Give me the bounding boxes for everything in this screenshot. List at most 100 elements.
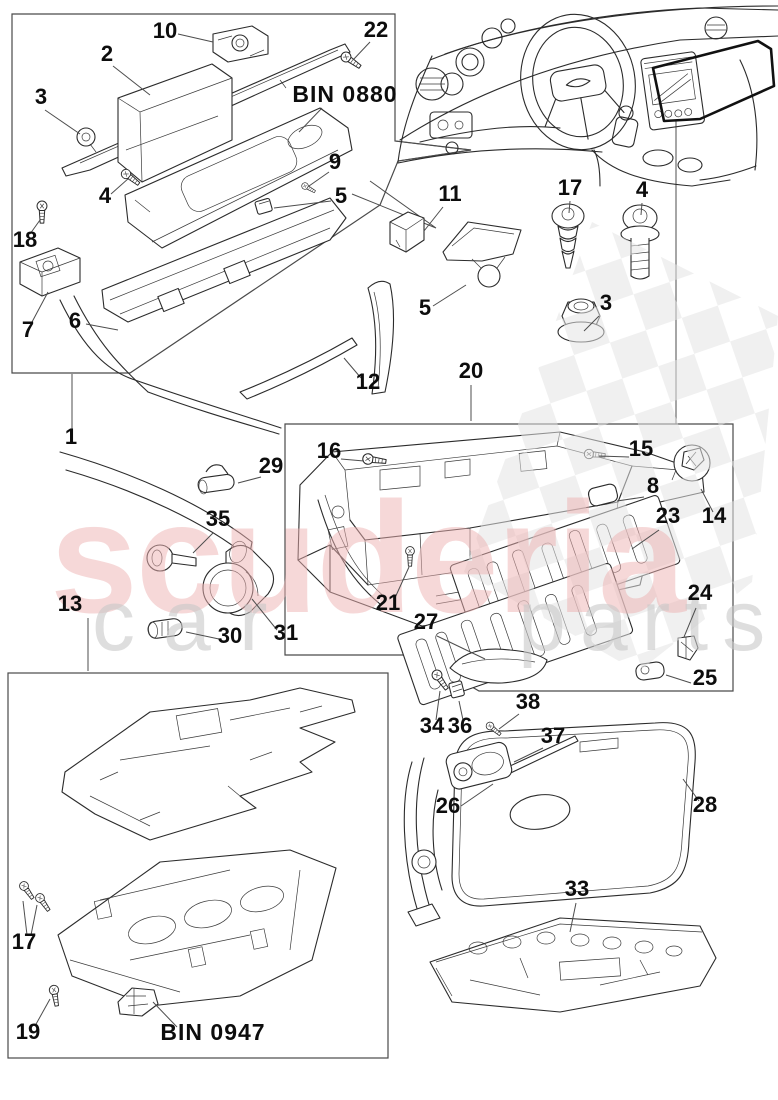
leader-line-7 [31,291,49,323]
part-label-bin-0880: BIN 0880 [292,81,397,107]
part-label-35: 35 [206,506,230,531]
part-label-13: 13 [58,591,82,616]
part-label-4: 4 [99,183,112,208]
part-sketch-trim-swoosh [59,295,282,559]
part-label-20: 20 [459,358,483,383]
watermark-sub-right: parts [518,573,778,669]
part-label-10: 10 [153,18,177,43]
leader-line-9 [308,171,330,187]
part-label-36: 36 [448,713,472,738]
part-label-21: 21 [376,590,400,615]
part-sketch-17b-screw-2 [33,891,53,914]
group-box-assembly-13 [7,672,389,1059]
leader-line-25 [665,674,692,684]
part-sketch-19-screw [48,984,62,1008]
leader-line-5 [273,200,332,209]
part-sketch-3-grommet [76,127,97,153]
part-sketch-33-tray [429,917,717,1013]
part-label-15: 15 [629,436,653,461]
leader-line-12 [343,357,362,379]
leader-line-30 [185,631,220,640]
part-sketch-7-block [19,247,81,297]
dashboard-glovebox-door [651,39,776,123]
part-sketch-17b-screw [17,879,37,902]
part-label-14: 14 [702,503,727,528]
part-label-28: 28 [693,792,717,817]
part-label-34: 34 [420,713,445,738]
leader-line-bin-0947 [152,1001,178,1028]
leader-line-23 [631,529,660,550]
leader-line-6 [85,323,119,331]
part-sketch-17-screw [551,203,585,269]
part-label-22: 22 [364,17,388,42]
dashboard-sketch [397,5,778,187]
part-label-1: 1 [65,424,77,449]
part-label-19: 19 [16,1019,40,1044]
part-sketch-18-screw [36,200,48,224]
leader-line-16 [340,458,365,462]
part-label-7: 7 [22,317,34,342]
part-sketch-35-screw [146,544,197,572]
leader-line-15 [598,455,630,458]
leader-line-19 [34,998,51,1027]
leader-line-33 [569,902,577,933]
part-label-5: 5 [335,183,347,208]
leader-line-3 [583,315,600,332]
part-label-30: 30 [218,623,242,648]
leader-line-8 [616,496,645,502]
part-label-37: 37 [541,723,565,748]
locator-arrow-2 [351,180,437,229]
leader-line-bin-0880 [298,107,323,133]
leader-line-10 [177,33,214,43]
leader-line-3 [44,109,81,135]
part-label-17: 17 [558,175,582,200]
part-sketch-36-clip [448,680,465,699]
part-sketch-11-clip [389,211,425,253]
part-label-6: 6 [69,308,81,333]
leader-line-27 [436,635,486,660]
leader-line-24 [683,607,697,638]
locator-arrow [394,140,472,162]
leader-line-17 [22,900,28,936]
part-label-31: 31 [274,620,298,645]
part-label-18: 18 [13,227,37,252]
callout-leader-layer [22,33,714,1028]
leader-line-37 [513,747,544,763]
part-sketch-5-clip [254,197,273,215]
part-sketch-10-bracket [212,25,269,63]
part-label-17: 17 [12,929,36,954]
part-label-33: 33 [565,876,589,901]
watermark-sub-left: car [92,573,295,669]
part-sketch-31-damper [202,540,275,617]
leader-line-35 [192,532,214,554]
part-label-3: 3 [35,84,47,109]
part-label-27: 27 [414,609,438,634]
part-sketch-6-tray [101,197,347,323]
part-label-38: 38 [516,689,540,714]
part-sketch-13-lower-liner [57,849,337,1007]
part-sketch-9-screw [300,181,317,195]
leader-line-34 [435,690,441,721]
part-label-bin-0947: BIN 0947 [160,1019,265,1045]
leader-line-29 [237,476,262,484]
leader-line-11 [423,206,444,232]
leader-line-36 [458,700,464,721]
watermark-brand: scuderia [50,470,687,646]
leader-line-26 [460,783,494,807]
part-sketch-5b-clip [442,221,522,288]
part-label-5: 5 [419,295,431,320]
part-label-29: 29 [259,453,283,478]
part-sketch-bin0880-lid [124,107,353,249]
part-sketch-29-cylinder [197,464,235,495]
part-label-2: 2 [101,41,113,66]
leader-line-17 [30,904,38,936]
part-label-11: 11 [438,181,461,206]
leader-line-18 [29,219,41,235]
part-label-8: 8 [647,473,659,498]
part-sketch-bin0947-latch [117,987,159,1017]
leader-line-22 [352,41,371,61]
leader-line-17 [568,200,571,214]
leader-line-21 [393,566,410,601]
